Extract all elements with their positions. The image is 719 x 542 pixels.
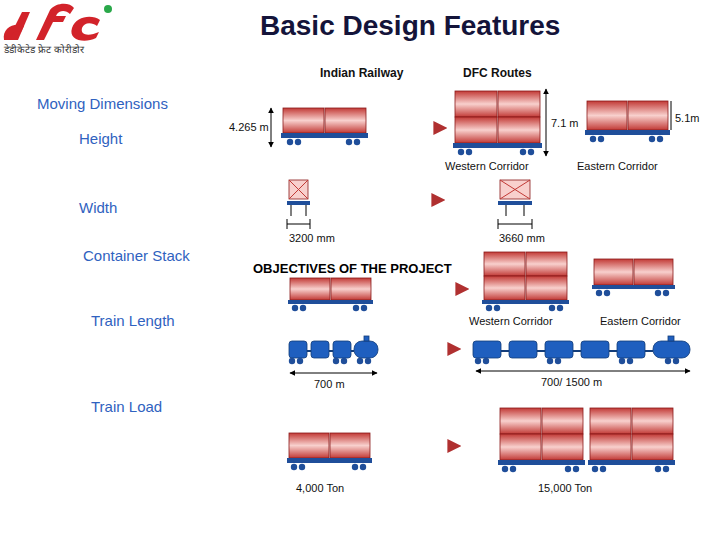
load-label: 15,000 Ton (538, 482, 592, 495)
dimension-label: 5.1m (675, 112, 699, 125)
row-heading: Container Stack (83, 247, 190, 264)
dimension-label: 3660 mm (499, 232, 545, 245)
dimension-label: 700 m (314, 378, 345, 391)
row-heading: Train Length (91, 312, 175, 329)
corridor-caption: Western Corridor (469, 315, 553, 328)
width-illustration (287, 180, 532, 229)
row-heading: Height (79, 130, 122, 147)
logo (4, 4, 112, 41)
slide-title: Basic Design Features (260, 10, 560, 42)
dimension-label: 700/ 1500 m (541, 376, 602, 389)
corridor-caption: Eastern Corridor (577, 160, 658, 173)
dimension-label: 3200 mm (289, 232, 335, 245)
train-load-illustration (287, 408, 675, 472)
column-heading: DFC Routes (463, 67, 532, 81)
stack-illustration (288, 252, 675, 311)
row-heading: Moving Dimensions (37, 95, 168, 112)
train-length-illustration (289, 336, 690, 358)
row-heading: Width (79, 199, 117, 216)
column-heading: Indian Railway (320, 67, 403, 81)
corridor-caption: Western Corridor (445, 160, 529, 173)
overlay-heading: OBJECTIVES OF THE PROJECT (253, 262, 452, 277)
logo-text: डेडीकेटेड फ्रेट कोरीडोर (4, 44, 84, 56)
row-heading: Train Load (91, 398, 162, 415)
load-label: 4,000 Ton (296, 482, 344, 495)
height-illustration (271, 89, 671, 156)
dimension-label: 4.265 m (229, 121, 269, 134)
dimension-label: 7.1 m (551, 117, 579, 130)
corridor-caption: Eastern Corridor (600, 315, 681, 328)
train-length-dimensions (289, 349, 690, 373)
